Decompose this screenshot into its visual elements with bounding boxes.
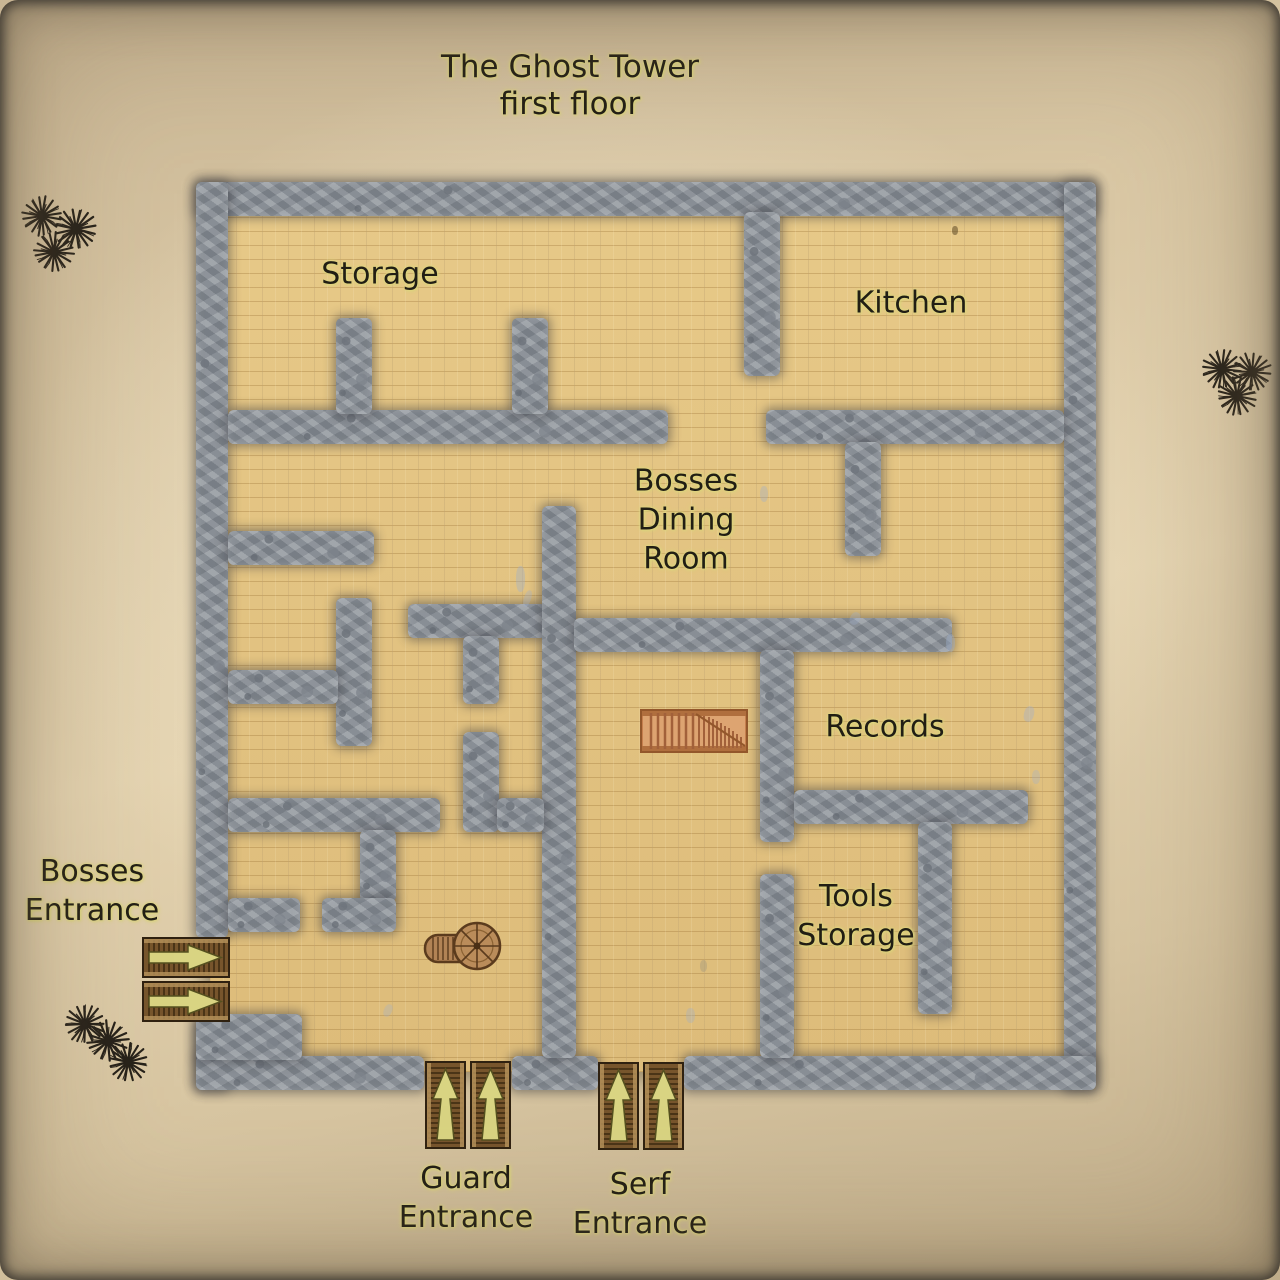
wall-segment xyxy=(228,798,440,832)
serf-entrance-door-icon xyxy=(598,1062,684,1150)
straight-stairs-icon xyxy=(640,709,748,753)
wall-segment xyxy=(196,182,228,938)
entrance-label-line: Serf xyxy=(609,1167,671,1202)
wall-segment xyxy=(766,410,1064,444)
floor-stain xyxy=(946,634,955,652)
room-label-line: Dining xyxy=(637,502,735,538)
wall-segment xyxy=(684,1056,1096,1090)
title-line: first floor xyxy=(499,86,641,122)
title-line: The Ghost Tower xyxy=(440,49,700,85)
wall-segment xyxy=(228,410,668,444)
room-label-records: Records xyxy=(825,709,945,745)
floor-stain xyxy=(516,566,525,592)
bosses-entrance-door-icon xyxy=(142,937,230,1022)
wall-segment xyxy=(360,830,396,902)
entrance-label-line: Guard xyxy=(420,1161,512,1196)
room-label-line: Tools xyxy=(819,879,893,914)
tree-icon xyxy=(31,229,77,274)
label-bosses-entrance: Bosses Entrance xyxy=(25,852,159,930)
page-title: The Ghost Tower first floor xyxy=(441,49,699,123)
wall-segment xyxy=(228,670,338,704)
entrance-label-line: Entrance xyxy=(24,893,160,928)
wall-segment xyxy=(760,650,794,842)
wall-segment xyxy=(196,182,1096,216)
label-serf-entrance: Serf Entrance xyxy=(573,1165,707,1243)
tree-icon xyxy=(99,1032,158,1091)
wall-segment xyxy=(228,898,300,932)
wall-segment xyxy=(542,506,576,1058)
room-label-bosses-dining-room: Bosses Dining Room xyxy=(634,462,738,579)
wall-segment xyxy=(228,531,374,565)
room-label-kitchen: Kitchen xyxy=(854,285,968,321)
entrance-label-line: Entrance xyxy=(572,1206,708,1241)
wall-segment xyxy=(196,1014,302,1060)
wall-segment xyxy=(760,874,794,1058)
wall-segment xyxy=(512,1056,598,1090)
wall-segment xyxy=(336,598,372,746)
room-label-line: Room xyxy=(643,541,729,577)
wall-segment xyxy=(408,604,546,638)
wall-segment xyxy=(794,790,1028,824)
tree-icon xyxy=(1209,367,1266,424)
spiral-stairs-icon xyxy=(423,921,502,971)
room-label-storage: Storage xyxy=(321,256,439,292)
room-label-tools-storage: Tools Storage xyxy=(797,877,914,955)
floor-stain xyxy=(1032,770,1040,784)
label-guard-entrance: Guard Entrance xyxy=(399,1159,533,1237)
wall-segment xyxy=(845,442,881,556)
floor-stain xyxy=(700,960,707,972)
wall-segment xyxy=(196,1056,424,1090)
room-label-line: Storage xyxy=(797,918,915,953)
entrance-label-line: Bosses xyxy=(39,854,145,889)
floor-stain xyxy=(952,226,958,235)
floor-stain xyxy=(760,486,768,502)
floor-stain xyxy=(686,1008,695,1023)
wall-segment xyxy=(574,618,952,652)
wall-segment xyxy=(744,212,780,376)
guard-entrance-door-icon xyxy=(425,1061,511,1149)
room-label-line: Bosses xyxy=(633,463,739,499)
entrance-label-line: Entrance xyxy=(398,1200,534,1235)
wall-segment xyxy=(512,318,548,414)
wall-segment xyxy=(463,636,499,704)
wall-segment xyxy=(1064,182,1096,1090)
wall-segment xyxy=(322,898,396,932)
wall-segment xyxy=(463,732,499,832)
wall-segment xyxy=(497,798,544,832)
wall-segment xyxy=(336,318,372,414)
wall-segment xyxy=(918,822,952,1014)
